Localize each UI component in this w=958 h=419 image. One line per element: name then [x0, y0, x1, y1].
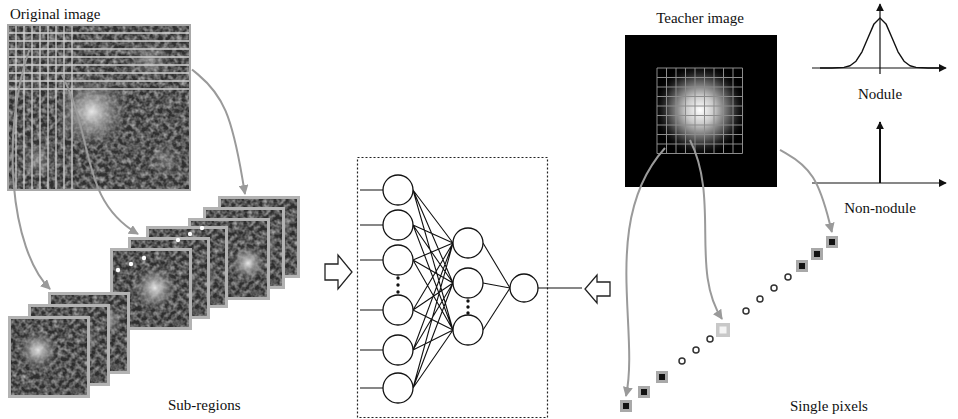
image-border	[8, 25, 190, 190]
hollow-arrow	[585, 275, 610, 303]
ellipsis-dot	[466, 311, 469, 314]
input-neuron	[383, 373, 413, 403]
connector-arrow	[780, 150, 832, 232]
nodule-blob	[133, 266, 177, 310]
node-label: Single pixels	[790, 398, 868, 415]
network-box	[358, 158, 548, 418]
sub-region-group: Sub-regions	[5, 194, 305, 416]
node-label: Original image	[10, 6, 100, 23]
input-neuron	[383, 295, 413, 325]
nodule-blob	[230, 245, 266, 281]
plot-label: Non-nodule	[844, 200, 916, 217]
continuation-dot	[693, 347, 699, 353]
ellipsis-dot	[466, 299, 469, 302]
pixel-group: Single pixels	[605, 232, 897, 416]
hollow-arrow	[325, 255, 352, 289]
pixel-square	[826, 236, 838, 248]
ellipsis-dot	[466, 305, 469, 308]
image-panel: Teacher image	[620, 8, 780, 190]
input-neuron	[383, 335, 413, 365]
continuation-dot	[743, 308, 749, 314]
continuation-dot	[176, 238, 180, 242]
continuation-dot	[188, 232, 192, 236]
connector-arrow	[192, 69, 245, 194]
plot-label: Nodule	[858, 86, 902, 103]
continuation-dot	[129, 262, 133, 266]
pixel-square	[811, 248, 823, 260]
continuation-dot	[771, 285, 777, 291]
gaussian-curve	[820, 18, 940, 68]
continuation-dot	[757, 296, 763, 302]
nodule-blob	[18, 330, 58, 370]
ellipsis-dot	[396, 276, 399, 279]
pixel-square	[656, 371, 668, 383]
continuation-dot	[200, 226, 204, 230]
ct-noise	[8, 25, 190, 190]
tissue-blob	[128, 38, 172, 82]
ct-image	[8, 25, 190, 190]
pixel-square	[620, 400, 632, 412]
input-stubs	[360, 190, 383, 388]
center-pixel	[716, 323, 730, 337]
pixel-square	[796, 260, 808, 272]
node-label: Sub-regions	[168, 397, 241, 414]
center-pixel-core	[720, 327, 727, 334]
plot-axis	[879, 4, 880, 74]
input-neuron	[383, 245, 413, 275]
continuation-dot	[142, 256, 146, 260]
ellipsis-dot	[396, 290, 399, 293]
extraction-arrow	[13, 48, 50, 289]
gaussian-blob	[652, 62, 748, 158]
sub-region-frame	[8, 316, 90, 398]
continuation-dot	[707, 336, 713, 342]
continuation-dot	[116, 268, 120, 272]
pixel-square	[638, 386, 650, 398]
network-weights	[413, 190, 582, 388]
delta-spike	[879, 122, 881, 183]
hidden-neuron	[453, 228, 483, 258]
tissue-blob	[147, 142, 183, 178]
pixel-grid	[657, 68, 743, 154]
continuation-dot	[679, 358, 685, 364]
ellipsis-dot	[396, 283, 399, 286]
scan-grid	[8, 25, 190, 190]
continuation-dot	[785, 274, 791, 280]
image-panel: Original image	[6, 4, 192, 191]
teacher-arrow	[626, 148, 665, 396]
output-neuron	[510, 274, 538, 302]
input-neuron	[383, 210, 413, 240]
teacher-arrow	[690, 140, 722, 319]
input-neuron	[383, 175, 413, 205]
node-label: Teacher image	[656, 10, 744, 27]
teacher-image	[625, 35, 777, 187]
hidden-neuron	[453, 268, 483, 298]
extraction-arrow	[62, 75, 138, 234]
hidden-neuron	[453, 315, 483, 345]
